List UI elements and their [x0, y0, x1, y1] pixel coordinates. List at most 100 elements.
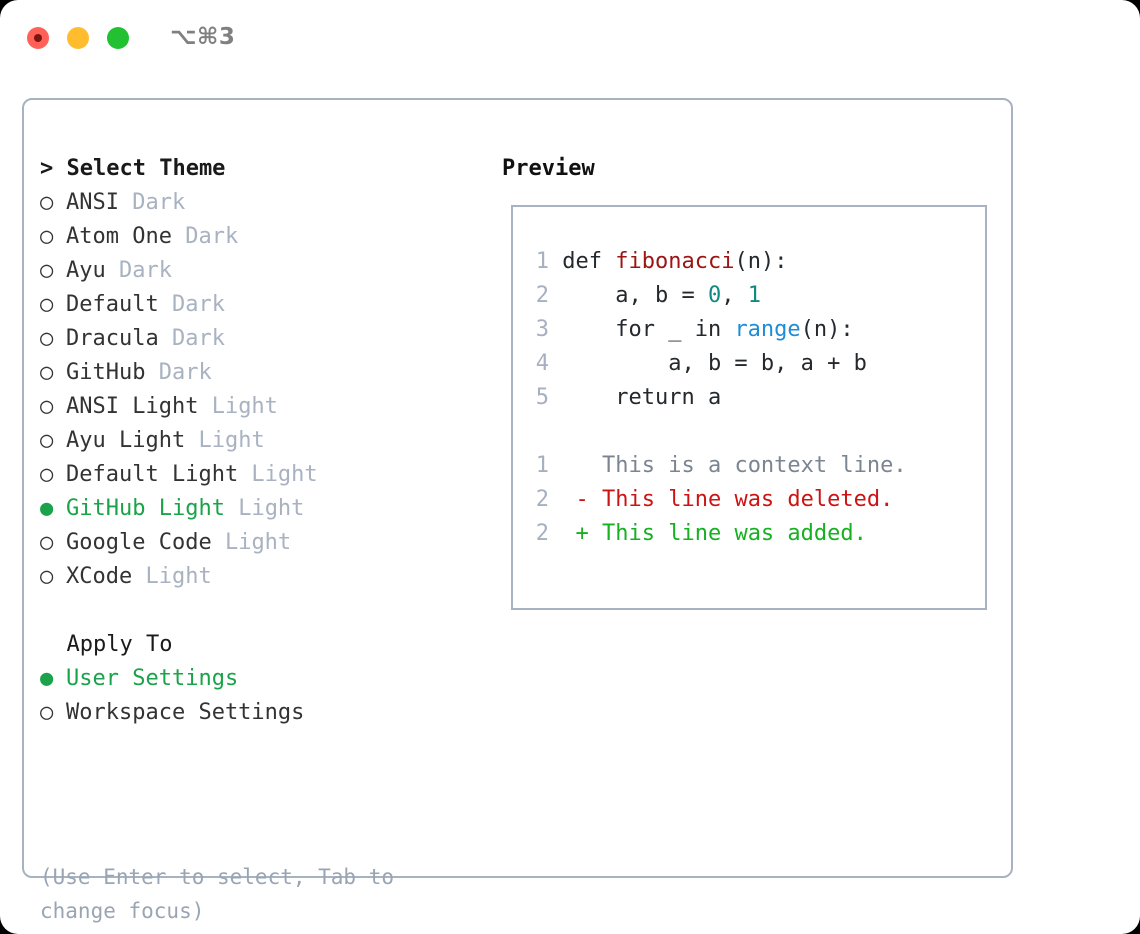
code-token-plain: for _ in — [562, 317, 735, 342]
theme-option-category: Dark — [105, 258, 172, 283]
apply-to-option-user-settings[interactable]: ● User Settings — [40, 662, 470, 696]
code-token-fn: fibonacci — [615, 249, 735, 274]
code-gutter-space — [549, 249, 562, 274]
diff-gutter-space — [549, 487, 576, 512]
theme-option-category: Light — [198, 394, 278, 419]
code-gutter-space — [549, 283, 562, 308]
radio-unselected-icon: ○ — [40, 428, 54, 453]
code-token-plain: a, b = — [562, 283, 708, 308]
code-line-number: 3 — [535, 317, 549, 342]
select-theme-heading: > Select Theme — [40, 156, 226, 181]
code-token-plain: (n): — [734, 249, 788, 274]
theme-option-label: ANSI Light — [66, 394, 199, 419]
diff-line-number: 2 — [535, 487, 549, 512]
maximize-window-button[interactable] — [107, 27, 129, 49]
theme-option-label: GitHub Light — [66, 496, 225, 521]
theme-option-xcode[interactable]: ○ XCode Light — [40, 560, 470, 594]
radio-unselected-icon: ○ — [40, 258, 54, 283]
theme-option-label: ANSI — [66, 190, 119, 215]
theme-option-ansi[interactable]: ○ ANSI Dark — [40, 186, 470, 220]
theme-option-category: Dark — [118, 190, 186, 215]
theme-option-label: Google Code — [66, 530, 212, 555]
theme-option-category: Dark — [171, 224, 239, 249]
code-line: 4 a, b = b, a + b — [527, 347, 907, 381]
preview-heading: Preview — [502, 156, 595, 181]
theme-option-category: Dark — [158, 326, 225, 351]
radio-selected-icon: ● — [40, 496, 54, 521]
theme-selection-column: > Select Theme ○ANSI Dark○Atom One Dark○… — [40, 152, 470, 730]
code-line-number: 1 — [535, 249, 549, 274]
theme-option-label: Atom One — [66, 224, 172, 249]
diff-line-number: 2 — [535, 521, 549, 546]
theme-option-category: Dark — [158, 292, 225, 317]
theme-option-atom-one[interactable]: ○ Atom One Dark — [40, 220, 470, 254]
code-gutter-space — [549, 317, 562, 342]
theme-option-github-light[interactable]: ●GitHub Light Light — [40, 492, 470, 526]
diff-marker: - — [575, 487, 589, 512]
radio-unselected-icon: ○ — [40, 292, 54, 317]
diff-line-deleted: 2 - This line was deleted. — [527, 483, 907, 517]
code-token-num: 1 — [747, 283, 761, 308]
close-window-button[interactable] — [27, 27, 49, 49]
code-token-call: range — [734, 317, 801, 342]
section-spacer — [40, 594, 470, 628]
keyboard-shortcut-label: ⌥⌘3 — [170, 24, 236, 50]
diff-line-number: 1 — [535, 453, 549, 478]
diff-gutter-space — [549, 521, 576, 546]
diff-line-context: 1 This is a context line. — [527, 449, 907, 483]
keyboard-hint-text: (Use Enter to select, Tab to change focu… — [40, 865, 407, 923]
radio-unselected-icon: ○ — [40, 462, 54, 487]
radio-unselected-icon: ○ — [40, 360, 54, 385]
theme-option-dracula[interactable]: ○Dracula Dark — [40, 322, 470, 356]
theme-option-default-light[interactable]: ○ Default Light Light — [40, 458, 470, 492]
code-token-plain: a, b = b, a + b — [562, 351, 867, 376]
code-line: 5 return a — [527, 381, 907, 415]
preview-blank-line — [527, 415, 907, 449]
theme-option-label: Default Light — [66, 462, 239, 487]
diff-line-added: 2 + This line was added. — [527, 517, 907, 551]
dialog-panel: > Select Theme ○ANSI Dark○Atom One Dark○… — [22, 98, 1013, 923]
minimize-window-button[interactable] — [67, 27, 89, 49]
apply-to-heading: Apply To — [40, 632, 173, 657]
theme-option-category: Light — [238, 462, 318, 487]
code-line: 1 def fibonacci(n): — [527, 245, 907, 279]
code-token-plain: def — [562, 249, 616, 274]
code-line-number: 5 — [535, 385, 549, 410]
apply-to-option-label: User Settings — [66, 666, 239, 691]
code-token-plain: , — [721, 283, 748, 308]
radio-unselected-icon: ○ — [40, 394, 54, 419]
radio-unselected-icon: ○ — [40, 224, 54, 249]
theme-list: ○ANSI Dark○Atom One Dark○Ayu Dark○Defaul… — [40, 186, 470, 594]
theme-option-label: Ayu Light — [66, 428, 186, 453]
theme-option-label: XCode — [66, 564, 133, 589]
theme-option-google-code[interactable]: ○ Google Code Light — [40, 526, 470, 560]
code-token-plain: (n): — [800, 317, 854, 342]
theme-option-ayu-light[interactable]: ○Ayu Light Light — [40, 424, 470, 458]
radio-selected-icon: ● — [40, 666, 54, 691]
apply-to-option-workspace-settings[interactable]: ○Workspace Settings — [40, 696, 470, 730]
preview-column: Preview — [502, 152, 1002, 186]
theme-option-category: Dark — [145, 360, 212, 385]
code-line-number: 4 — [535, 351, 549, 376]
radio-unselected-icon: ○ — [40, 190, 54, 215]
theme-option-default[interactable]: ○Default Dark — [40, 288, 470, 322]
diff-line-text: This is a context line. — [588, 453, 907, 478]
diff-gutter-space — [549, 453, 576, 478]
theme-option-category: Light — [132, 564, 212, 589]
apply-to-option-label: Workspace Settings — [66, 700, 305, 725]
theme-option-category: Light — [211, 530, 292, 555]
apply-to-list: ● User Settings ○Workspace Settings — [40, 662, 470, 730]
title-bar: ⌥⌘3 — [0, 0, 1140, 78]
radio-unselected-icon: ○ — [40, 530, 54, 555]
theme-option-ayu[interactable]: ○Ayu Dark — [40, 254, 470, 288]
theme-option-github[interactable]: ○GitHub Dark — [40, 356, 470, 390]
code-line: 2 a, b = 0, 1 — [527, 279, 907, 313]
code-gutter-space — [549, 351, 562, 376]
code-line: 3 for _ in range(n): — [527, 313, 907, 347]
radio-unselected-icon: ○ — [40, 564, 54, 589]
radio-unselected-icon: ○ — [40, 326, 54, 351]
theme-option-ansi-light[interactable]: ○ ANSI Light Light — [40, 390, 470, 424]
